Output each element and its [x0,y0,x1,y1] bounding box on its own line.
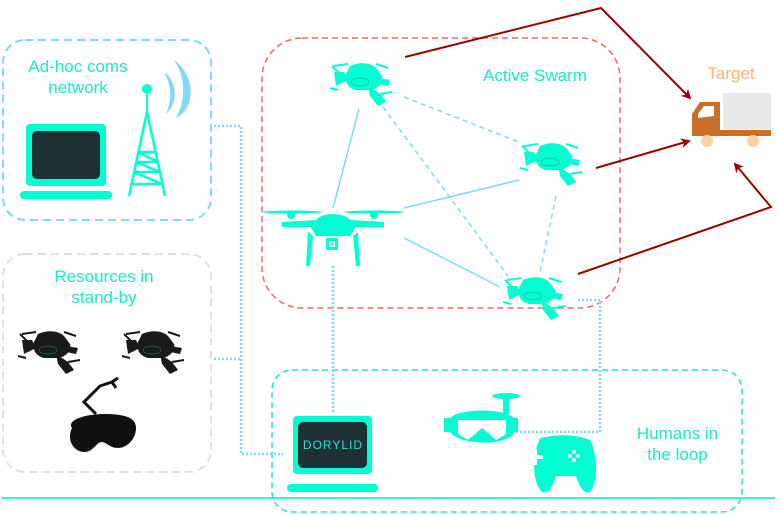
dorylid-logo: DORYLID [303,438,363,452]
swarm-group-frame [261,37,621,309]
laptop-icon-ground [287,416,378,492]
truck-icon [692,93,771,147]
standby-group-label: Resources in stand-by [30,266,178,308]
humans-group-label: Humans in the loop [620,423,735,465]
network-label-line1: Ad-hoc coms [28,57,128,76]
drone-icon-2 [519,142,583,187]
network-group-frame [2,39,212,221]
ground-robot-icon [69,376,136,452]
drone-icon-1 [329,62,393,107]
humans-label-line2: the loop [647,445,708,464]
standby-label-line2: stand-by [71,288,137,307]
network-link [214,124,283,456]
target-label: Target [707,64,755,83]
network-label-line2: network [48,78,108,97]
standby-drone-icon-2 [121,330,185,375]
swarm-mesh [332,96,557,288]
swarm-group-label: Active Swarm [483,66,587,85]
drone-icon-3 [502,276,566,321]
humans-label-line1: Humans in [636,424,719,443]
network-group-label: Ad-hoc coms network [8,56,148,98]
radio-tower-icon [127,60,191,197]
standby-label-line1: Resources in [54,267,154,286]
quadcopter-icon [262,210,404,266]
humans-group-frame [271,369,743,513]
laptop-icon [20,124,112,199]
vr-headset-icon [444,393,520,443]
drone-headset-link [510,298,602,434]
gamepad-icon [527,435,596,493]
standby-group-frame [2,253,212,473]
standby-drone-icon-1 [17,330,81,375]
target-arrows [404,6,773,275]
